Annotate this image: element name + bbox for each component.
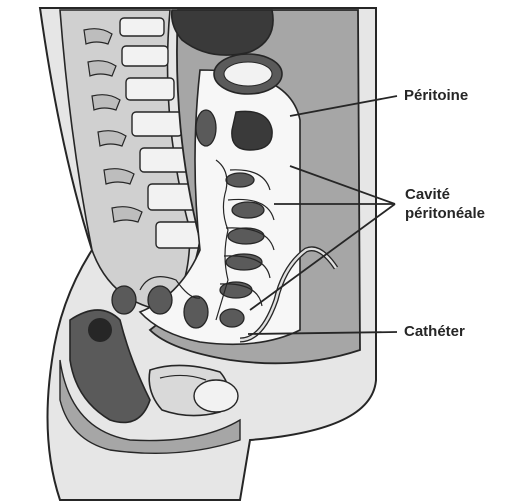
label-catheter: Cathéter — [404, 323, 465, 340]
organ-mid — [232, 111, 272, 150]
label-peritoine: Péritoine — [404, 87, 468, 104]
label-cavite-line2: péritonéale — [405, 205, 485, 222]
label-cavite-line1: Cavité — [405, 186, 450, 203]
pubic-bone — [194, 380, 238, 412]
